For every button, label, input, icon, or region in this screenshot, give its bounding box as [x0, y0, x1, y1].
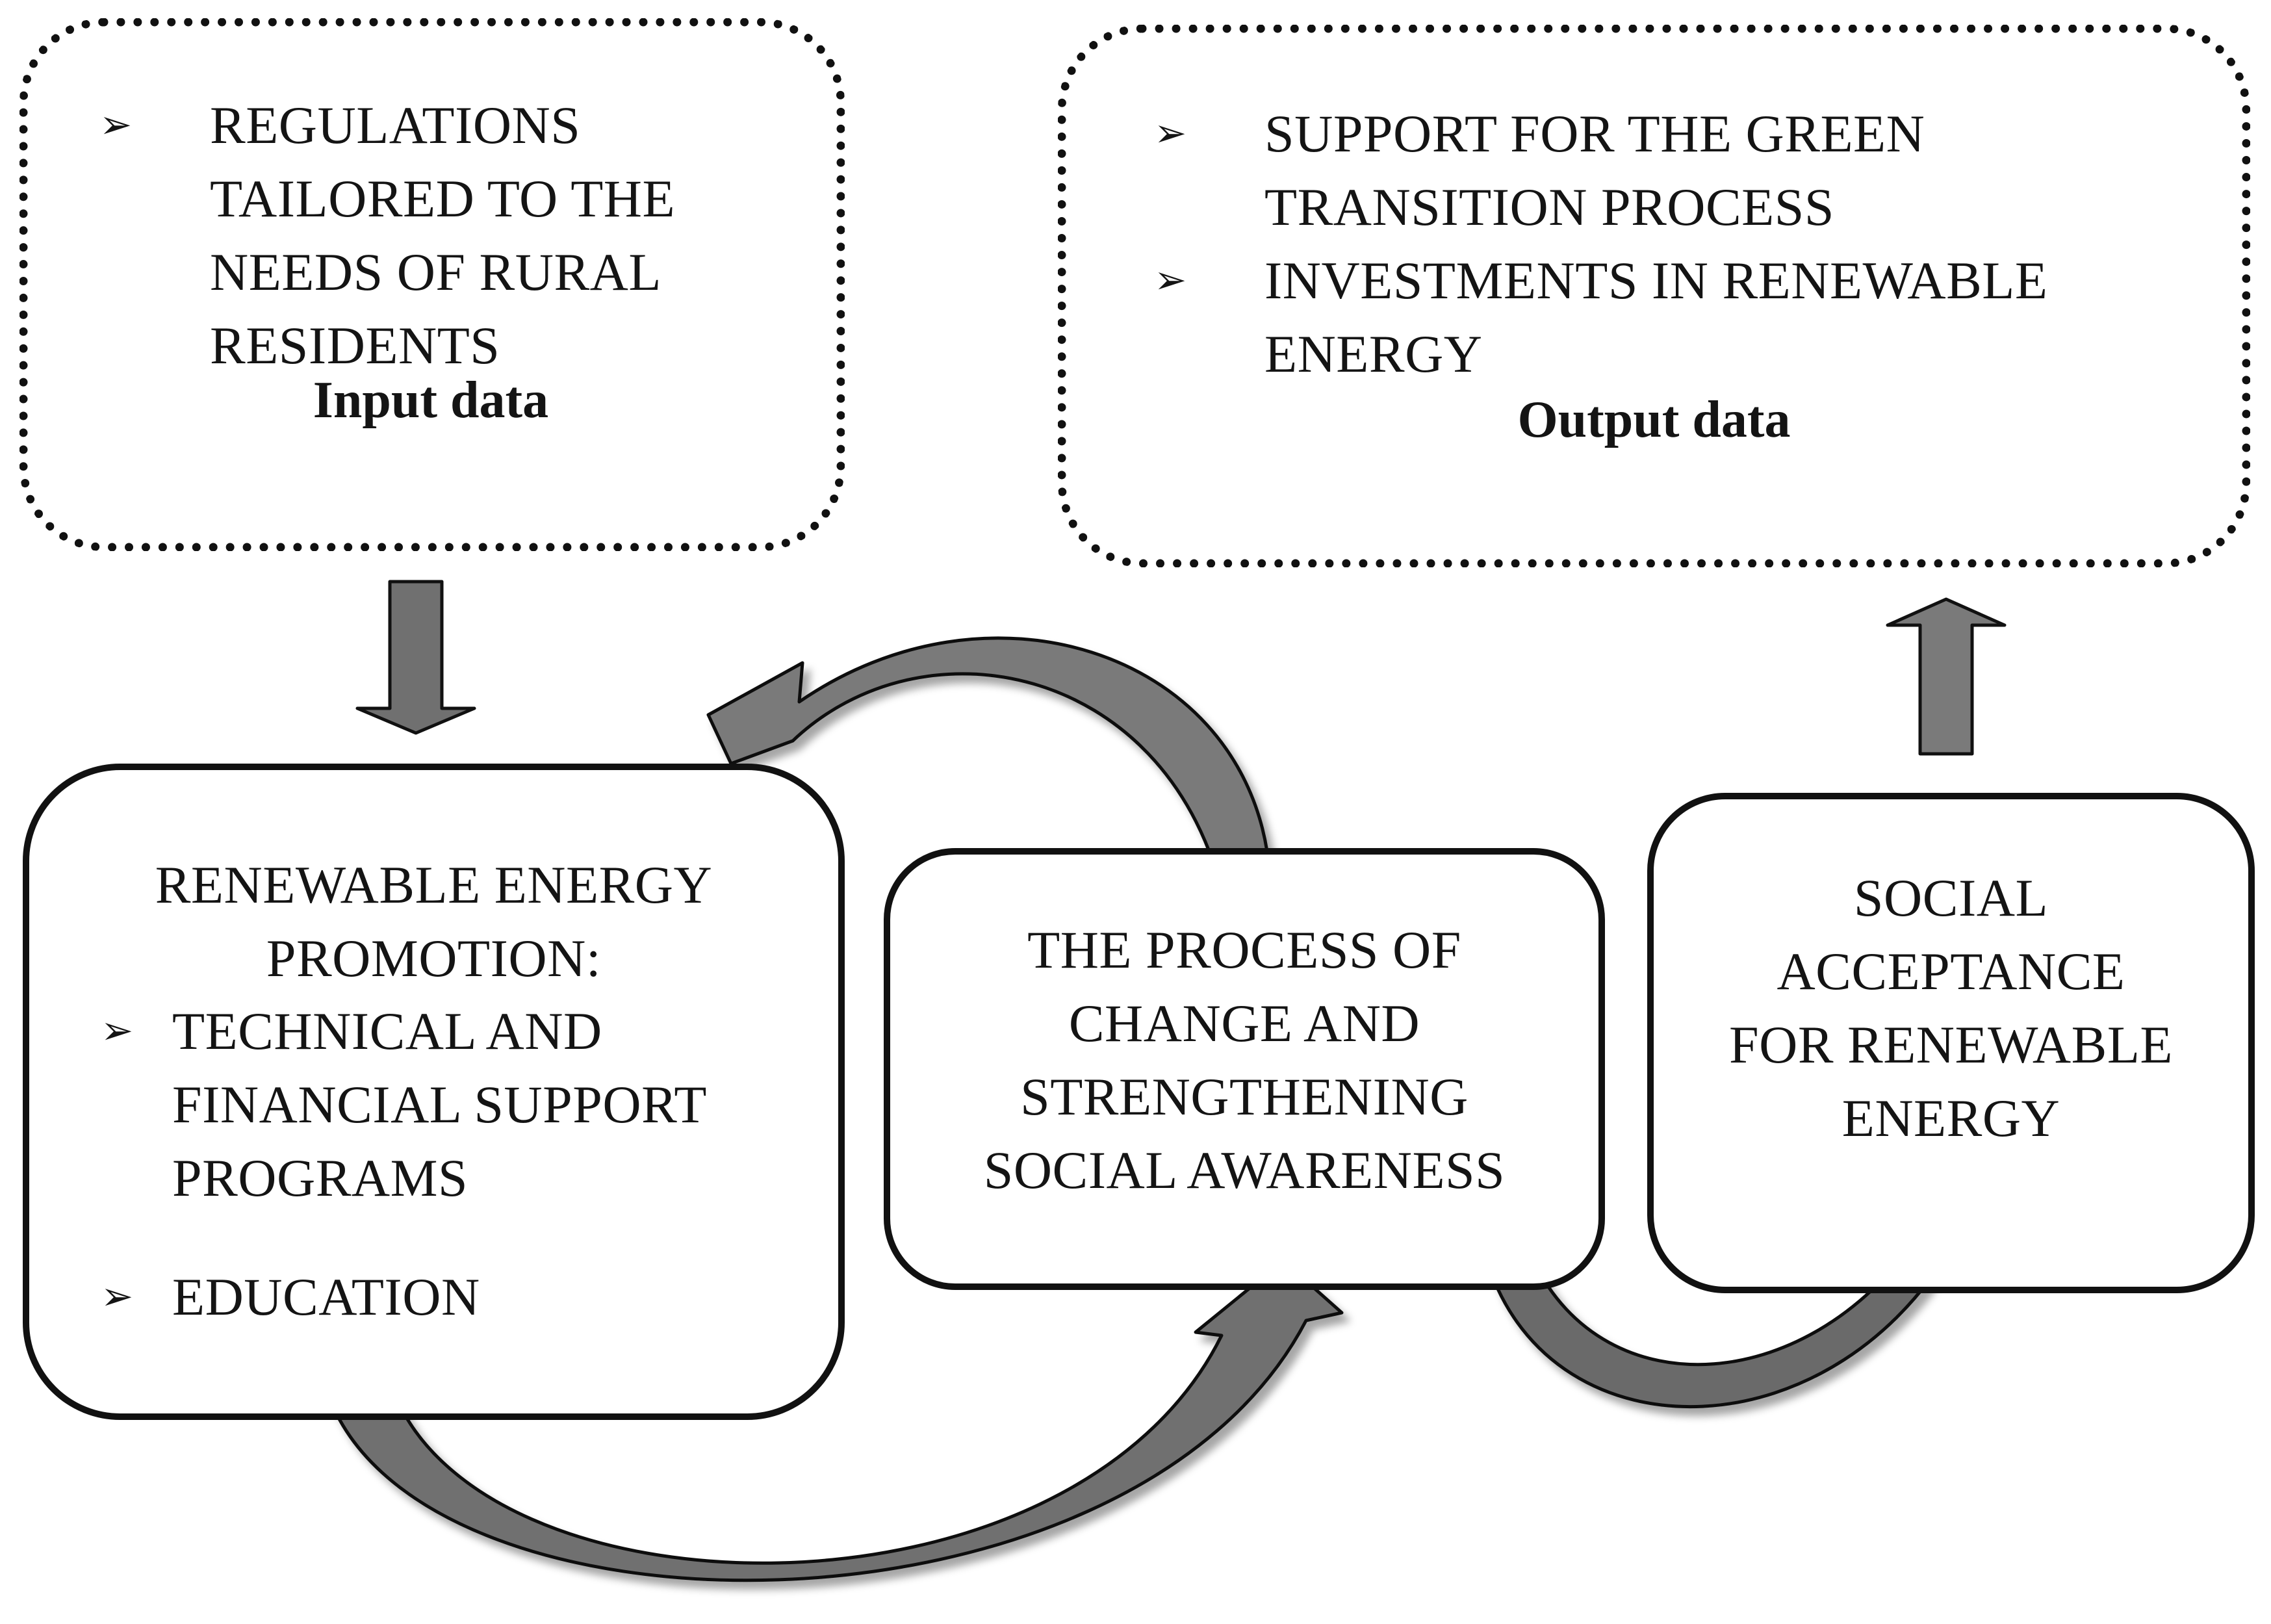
input-data-box: ➢ REGULATIONS TAILORED TO THE NEEDS OF R… — [19, 18, 845, 551]
input-items-list: ➢ REGULATIONS TAILORED TO THE NEEDS OF R… — [99, 88, 762, 382]
output-item-text: INVESTMENTS IN RENEWABLE ENERGY — [1264, 251, 2048, 383]
promotion-to-process-arrow — [323, 1259, 1344, 1582]
acceptance-text: SOCIAL ACCEPTANCE FOR RENEWABLE ENERGY — [1654, 861, 2248, 1155]
process-to-promotion-arrow — [706, 636, 1269, 892]
output-item: ➢ SUPPORT FOR THE GREEN TRANSITION PROCE… — [1154, 97, 2194, 244]
promotion-item: ➢ TECHNICAL AND FINANCIAL SUPPORT PROGRA… — [101, 994, 751, 1215]
promotion-item-text: EDUCATION — [172, 1267, 480, 1326]
process-box: THE PROCESS OF CHANGE AND STRENGTHENING … — [884, 848, 1605, 1290]
process-line: STRENGTHENING — [1020, 1067, 1469, 1126]
promotion-title-line: RENEWABLE ENERGY — [155, 855, 713, 914]
promotion-box: RENEWABLE ENERGY PROMOTION: ➢ TECHNICAL … — [23, 764, 845, 1420]
arrow-bullet-icon: ➢ — [101, 1008, 134, 1053]
acceptance-box: SOCIAL ACCEPTANCE FOR RENEWABLE ENERGY — [1647, 793, 2255, 1293]
arrow-bullet-icon: ➢ — [101, 1274, 134, 1319]
input-item: ➢ REGULATIONS TAILORED TO THE NEEDS OF R… — [99, 88, 762, 382]
promotion-title: RENEWABLE ENERGY PROMOTION: — [29, 848, 838, 995]
output-item-text: SUPPORT FOR THE GREEN TRANSITION PROCESS — [1264, 104, 1925, 237]
input-data-caption: Input data — [313, 372, 549, 429]
arrow-bullet-icon: ➢ — [1154, 257, 1187, 303]
process-text: THE PROCESS OF CHANGE AND STRENGTHENING … — [890, 913, 1598, 1207]
acceptance-line: FOR RENEWABLE — [1729, 1015, 2173, 1074]
input-item-text: REGULATIONS TAILORED TO THE NEEDS OF RUR… — [210, 96, 676, 375]
output-item: ➢ INVESTMENTS IN RENEWABLE ENERGY — [1154, 244, 2194, 391]
output-data-caption: Output data — [1517, 391, 1791, 448]
arrow-bullet-icon: ➢ — [1154, 110, 1187, 156]
process-line: THE PROCESS OF — [1027, 920, 1461, 979]
output-items-list: ➢ SUPPORT FOR THE GREEN TRANSITION PROCE… — [1154, 97, 2194, 391]
output-data-box: ➢ SUPPORT FOR THE GREEN TRANSITION PROCE… — [1058, 25, 2250, 567]
process-line: CHANGE AND — [1068, 994, 1420, 1053]
promotion-item-text: TECHNICAL AND FINANCIAL SUPPORT PROGRAMS — [172, 1001, 706, 1207]
promotion-item: ➢ EDUCATION — [101, 1260, 751, 1334]
process-line: SOCIAL AWARENESS — [983, 1141, 1506, 1200]
promotion-title-line: PROMOTION: — [266, 929, 602, 988]
acceptance-line: ENERGY — [1841, 1089, 2060, 1148]
arrow-bullet-icon: ➢ — [99, 102, 133, 148]
input-down-arrow — [355, 580, 476, 735]
acceptance-line: ACCEPTANCE — [1777, 942, 2125, 1001]
acceptance-line: SOCIAL — [1853, 868, 2049, 927]
promotion-items-list: ➢ TECHNICAL AND FINANCIAL SUPPORT PROGRA… — [101, 994, 751, 1334]
output-up-arrow — [1886, 597, 2007, 756]
